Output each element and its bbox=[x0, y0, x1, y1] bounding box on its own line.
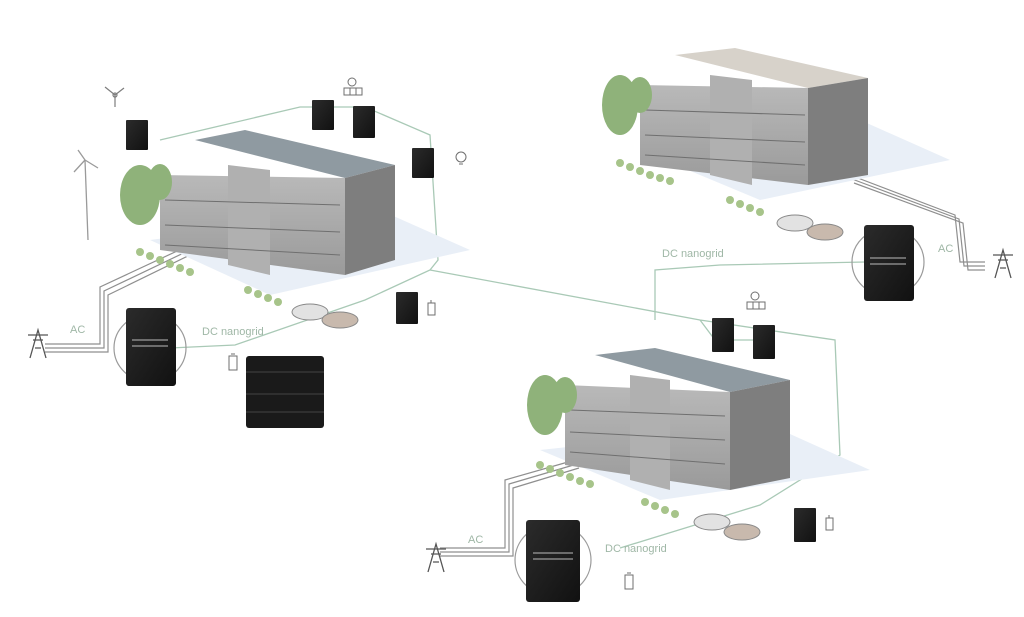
wall-side bbox=[730, 380, 790, 490]
dc-line-interlink-2 bbox=[654, 261, 866, 320]
inverter-top-right bbox=[851, 225, 925, 301]
wind-turbine-icon bbox=[104, 86, 125, 107]
cars bbox=[776, 214, 844, 241]
inverter-left bbox=[113, 308, 187, 386]
car-icon bbox=[806, 223, 844, 241]
power-pylon-icon bbox=[426, 541, 446, 573]
hedge-row bbox=[616, 159, 764, 216]
label-dc-top-right: DC nanogrid bbox=[662, 248, 724, 260]
wind-turbine bbox=[73, 149, 99, 241]
converter-ev bbox=[396, 292, 418, 324]
tree bbox=[527, 375, 577, 435]
cars bbox=[693, 513, 761, 541]
car-icon bbox=[723, 523, 761, 541]
roof bbox=[675, 48, 868, 88]
solar-panel-icon bbox=[746, 291, 766, 310]
stairwell bbox=[228, 165, 270, 275]
label-ac-left: AC bbox=[70, 324, 85, 336]
converter-wind bbox=[126, 120, 148, 150]
ac-lines bbox=[45, 174, 985, 557]
converter-load bbox=[412, 148, 434, 178]
stairwell bbox=[710, 75, 752, 185]
car-icon bbox=[321, 311, 359, 329]
converters-left bbox=[126, 100, 434, 324]
battery-cabinet bbox=[246, 356, 324, 428]
balconies bbox=[164, 199, 341, 256]
converter-solar-2 bbox=[353, 106, 375, 138]
battery-icon bbox=[228, 353, 238, 371]
wall-side bbox=[345, 165, 395, 275]
converter-solar-1 bbox=[712, 318, 734, 352]
stairwell bbox=[630, 375, 670, 490]
tree bbox=[120, 164, 172, 225]
label-dc-bottom: DC nanogrid bbox=[605, 543, 667, 555]
wall-side bbox=[808, 78, 868, 185]
car-icon bbox=[291, 303, 329, 321]
tree bbox=[602, 75, 652, 135]
roof bbox=[195, 130, 395, 178]
converter-solar-2 bbox=[753, 325, 775, 359]
converter-solar-1 bbox=[312, 100, 334, 130]
power-pylon-icon bbox=[993, 247, 1013, 279]
label-ac-bottom: AC bbox=[468, 534, 483, 546]
roof bbox=[595, 348, 790, 392]
ev-charger-icon bbox=[427, 300, 436, 316]
car-icon bbox=[693, 513, 731, 531]
label-dc-left: DC nanogrid bbox=[202, 326, 264, 338]
car-icon bbox=[776, 214, 814, 232]
power-pylon-icon bbox=[28, 327, 48, 359]
building-top-right bbox=[602, 48, 950, 241]
label-ac-top-right: AC bbox=[938, 243, 953, 255]
building-bottom bbox=[527, 348, 870, 541]
converter-ev bbox=[794, 508, 816, 542]
ev-charger-icon bbox=[825, 515, 834, 531]
solar-panel-icon bbox=[343, 77, 363, 96]
hedge-row bbox=[136, 248, 282, 306]
hedge-row bbox=[536, 461, 679, 518]
bulb-icon bbox=[455, 151, 467, 165]
battery-icon bbox=[624, 572, 634, 590]
cars bbox=[291, 303, 359, 329]
building-left bbox=[120, 130, 470, 329]
converters-bottom bbox=[712, 318, 816, 542]
inverter-bottom bbox=[514, 520, 592, 602]
